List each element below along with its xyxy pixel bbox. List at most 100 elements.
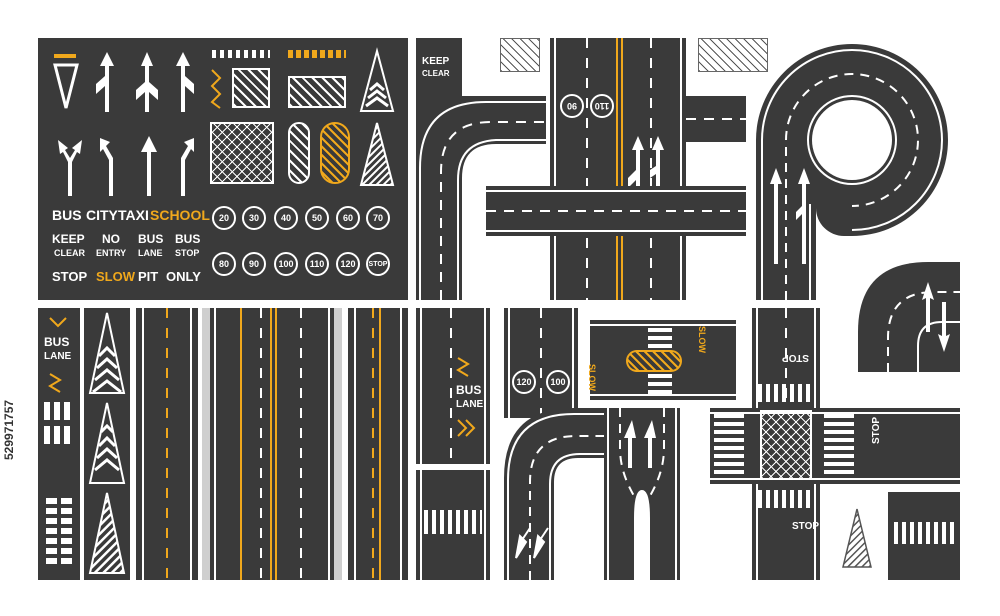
symbols-panel: BUS CITY TAXI SCHOOL KEEP CLEAR NO ENTRY… (38, 38, 408, 300)
crosswalk-left (714, 414, 744, 478)
edge-line (420, 308, 422, 464)
word-school: SCHOOL (150, 207, 210, 223)
yellow-center-2 (621, 38, 623, 300)
crosswalk-road (416, 470, 490, 580)
arrow-right-turn-icon (181, 138, 194, 196)
chevron-tri-2-icon (88, 402, 126, 484)
hatch-tri-strip-icon (88, 492, 126, 574)
edge-line-right (572, 308, 574, 418)
edge-top (590, 324, 736, 326)
yellow-zigzag-bus-icon (456, 357, 470, 377)
word-slow: SLOW (96, 269, 135, 284)
edge-line (142, 308, 144, 580)
dashed-lane (785, 308, 787, 398)
center-dashed-yellow (166, 308, 168, 580)
hatch-pill-white (288, 122, 310, 184)
edge-line (508, 308, 510, 418)
road-clear-label: CLEAR (422, 69, 450, 78)
speed-120: 120 (336, 252, 360, 276)
road-speed-100-mark: 100 (546, 370, 570, 394)
corner-road-right (858, 262, 960, 372)
intersection-stop-right: STOP (871, 416, 882, 444)
zebra-vertical-top (648, 328, 672, 348)
edge-line-right (484, 470, 486, 580)
shoulder-left (202, 308, 210, 580)
word-city: CITY (86, 207, 118, 223)
edge-bottom (590, 394, 736, 396)
hatch-box-square (232, 68, 270, 108)
crosswalk-right (824, 414, 854, 478)
arrow-left-right-icon (136, 52, 158, 112)
crossing-edge-bottom (486, 230, 746, 232)
speed-80: 80 (212, 252, 236, 276)
crosswalk-top (758, 384, 814, 402)
teeth-marking-2 (44, 426, 74, 444)
road-speed-120: 120 (512, 370, 536, 394)
edge-line-right (328, 308, 330, 580)
intersection-stop-bottom: STOP (792, 521, 820, 532)
road-bus-label: BUS (456, 383, 482, 397)
arrow-split-icon (58, 140, 82, 196)
chevron-triangle-icon (359, 47, 395, 112)
speed-100: 100 (274, 252, 298, 276)
yellow-dashed (372, 308, 374, 580)
yield-triangle-icon (53, 63, 79, 109)
small-crosswalk-stripes (894, 522, 954, 544)
crosswalk-bottom (758, 490, 814, 508)
road-strip-dashed (348, 308, 408, 580)
edge-top (710, 412, 960, 414)
chevron-strip (84, 308, 130, 580)
bus-lane-lane-label: LANE (44, 351, 72, 362)
speed-30: 30 (242, 206, 266, 230)
edge-line (214, 308, 216, 580)
road-speed-110: 110 (590, 94, 614, 118)
edge-bottom (710, 478, 960, 480)
checker-stripe-yellow (288, 50, 346, 58)
bus-lane-bus-label: BUS (44, 335, 70, 349)
yellow-solid-3 (275, 308, 277, 580)
loop-road (756, 44, 948, 300)
horizontal-slow-road: SLOW SLOW (587, 320, 736, 400)
arrow-straight-left-icon (96, 52, 114, 112)
hatch-pill-yellow (320, 122, 350, 184)
road-lane-label: LANE (456, 399, 484, 410)
word-bus-lane-top: BUS (138, 232, 164, 246)
small-crosswalk-tile (888, 492, 960, 580)
yield-marking (54, 54, 76, 58)
upper-stub-road (686, 96, 746, 142)
dashed-lane-2 (300, 308, 302, 580)
word-clear: CLEAR (54, 248, 85, 258)
edge-line (420, 470, 422, 580)
yellow-solid-1 (240, 308, 242, 580)
speed-50: 50 (305, 206, 329, 230)
yellow-solid (379, 308, 381, 580)
road-slow-yellow-2: SLOW (697, 326, 707, 353)
crossing-dash (486, 210, 746, 212)
edge-line-right (680, 38, 682, 300)
yellow-solid-2 (270, 308, 272, 580)
dashed-lane (540, 308, 542, 418)
word-pit: PIT (138, 269, 159, 284)
dashed-lane-1 (586, 38, 588, 300)
bus-lane-road: BUS LANE (416, 308, 490, 464)
word-bus-lane-bottom: LANE (138, 248, 163, 258)
intersection-stop-top: STOP (782, 352, 810, 363)
speed-20: 20 (212, 206, 236, 230)
hatch-tile-light (500, 38, 540, 72)
word-keep: KEEP (52, 232, 85, 246)
curve-road-bottom (504, 408, 680, 580)
hatch-box-wide (288, 76, 346, 108)
road-strip-yellow (210, 308, 334, 580)
word-stop: STOP (52, 269, 88, 284)
word-bus-stop-top: BUS (175, 232, 201, 246)
road-slow-yellow-1: SLOW (587, 364, 597, 391)
hatch-pill-yellow-road (626, 350, 682, 372)
chevron-tri-1-icon (88, 312, 126, 394)
crosswalk-stripe-white (212, 50, 270, 58)
word-taxi: TAXI (118, 207, 149, 223)
word-only: ONLY (166, 269, 201, 284)
yellow-chevron-icon (49, 317, 67, 328)
intersection-box (760, 410, 812, 480)
yellow-chevrons-icon (457, 419, 476, 437)
arrow-left-turn-icon (100, 138, 113, 196)
